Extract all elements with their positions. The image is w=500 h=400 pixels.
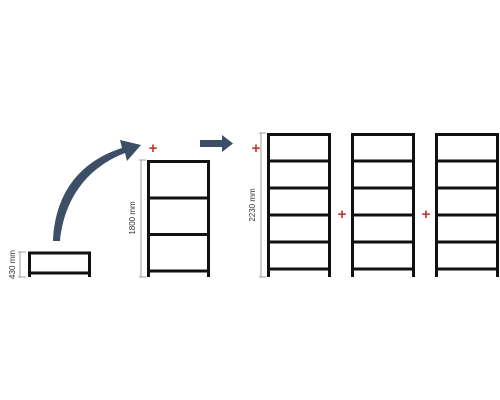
base-height-label: 430 mm [8,250,17,279]
tall-shelving-unit-2 [351,133,415,277]
base-unit [28,251,91,277]
medium-dimension: 1800 mm [128,159,146,278]
tall-dimension: 2230 mm [248,132,266,278]
medium-height-label: 1800 mm [128,201,137,235]
curved-arrow-icon [53,140,141,241]
medium-shelving-unit [147,160,210,277]
plus-icon: + [252,140,261,157]
tall-height-label: 2230 mm [248,188,257,222]
plus-icon: + [422,206,431,223]
tall-shelving-unit-1 [267,133,331,277]
plus-icon: + [338,206,347,223]
right-arrow-icon [200,135,233,152]
tall-shelving-unit-3 [435,133,499,277]
plus-icon: + [149,140,158,157]
base-dimension: 430 mm [8,250,26,279]
